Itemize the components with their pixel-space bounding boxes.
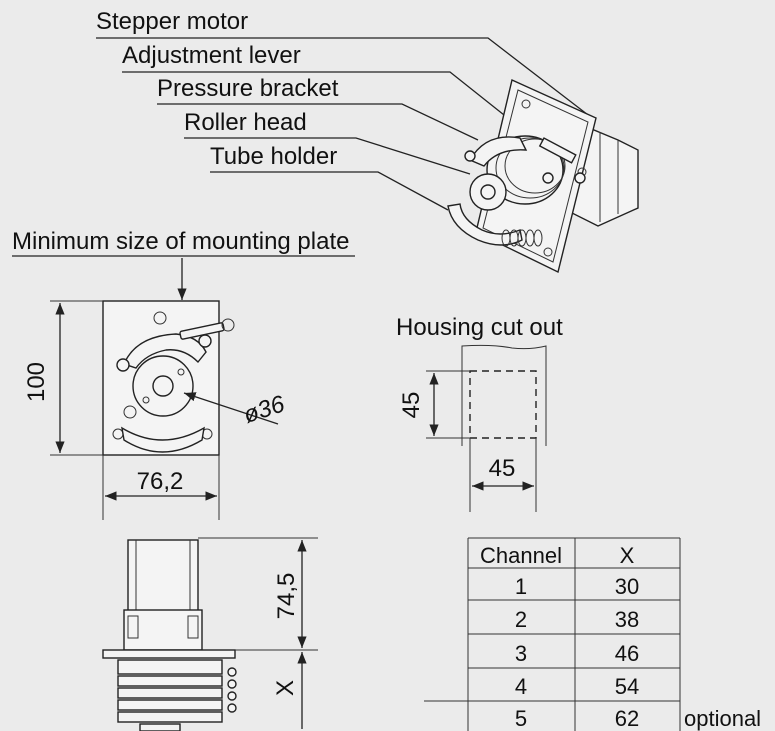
plate-width-label: 76,2	[137, 468, 184, 495]
tube-holder-front	[121, 426, 205, 453]
mounting-plate-side	[102, 649, 236, 659]
diameter-leader	[183, 392, 279, 425]
table-cell-channel: 5	[515, 706, 527, 731]
table-cell-channel: 4	[515, 674, 527, 699]
channel-layer	[117, 659, 223, 675]
adjustment-lever-iso	[538, 137, 577, 164]
pump-isometric-view	[447, 79, 639, 274]
cutout-height-label: 45	[398, 392, 425, 419]
table-cell-channel: 1	[515, 574, 527, 599]
housing-cutout-label: Housing cut out	[396, 314, 563, 341]
mounting-plate-label: Minimum size of mounting plate	[12, 228, 349, 255]
motor-height-label: 74,5	[273, 573, 300, 620]
tube-holder-leader	[210, 171, 449, 211]
housing-cutout-section: Housing cut out 45 45	[396, 314, 563, 512]
callout-tube-holder: Tube holder	[210, 143, 449, 211]
table-cell-note: optional	[684, 706, 761, 731]
plate-height-label: 100	[23, 362, 50, 402]
channel-table: Channel X 1 30 2 38 3 46 4 54 5 62 optio…	[424, 537, 761, 731]
stepper-motor-label: Stepper motor	[96, 8, 248, 35]
roller-head-leader	[184, 137, 471, 175]
tube-holder-iso	[447, 203, 523, 246]
pressure-bracket-label: Pressure bracket	[157, 75, 339, 102]
callout-stepper-motor: Stepper motor	[96, 8, 593, 119]
tube-holder-label: Tube holder	[210, 143, 337, 170]
housing-outline	[461, 344, 547, 446]
channel-layer	[117, 687, 223, 699]
table-cell-x: 62	[615, 706, 639, 731]
pressure-bracket-front	[123, 333, 207, 369]
table-cell-x: 38	[615, 607, 639, 632]
mounting-plate-section: Minimum size of mounting plate ø36 100	[12, 228, 355, 520]
table-cell-channel: 2	[515, 607, 527, 632]
callout-pressure-bracket: Pressure bracket	[157, 75, 479, 141]
diameter-label: ø36	[240, 390, 288, 429]
cutout-width-label: 45	[489, 455, 516, 482]
pressure-bracket-leader	[157, 103, 479, 141]
table-cell-x: 46	[615, 641, 639, 666]
x-dimension-label: X	[272, 680, 299, 696]
callout-adjustment-lever: Adjustment lever	[122, 42, 549, 151]
callout-roller-head: Roller head	[184, 109, 471, 175]
roller-head-label: Roller head	[184, 109, 307, 136]
cutout-square	[469, 370, 537, 439]
table-cell-x: 54	[615, 674, 639, 699]
table-cell-x: 30	[615, 574, 639, 599]
adjustment-lever-label: Adjustment lever	[122, 42, 301, 69]
table-cell-channel: 3	[515, 641, 527, 666]
spring-iso	[501, 229, 543, 247]
channel-layer	[117, 711, 223, 723]
table-header-x: X	[620, 543, 635, 568]
pump-side-view: 74,5 X	[102, 537, 318, 731]
channel-layer	[117, 699, 223, 711]
motor-bracket-side	[123, 609, 203, 651]
stepper-motor-leader	[96, 37, 593, 119]
pressure-bracket-iso	[469, 136, 528, 167]
table-header-channel: Channel	[480, 543, 562, 568]
channel-layer	[117, 675, 223, 687]
